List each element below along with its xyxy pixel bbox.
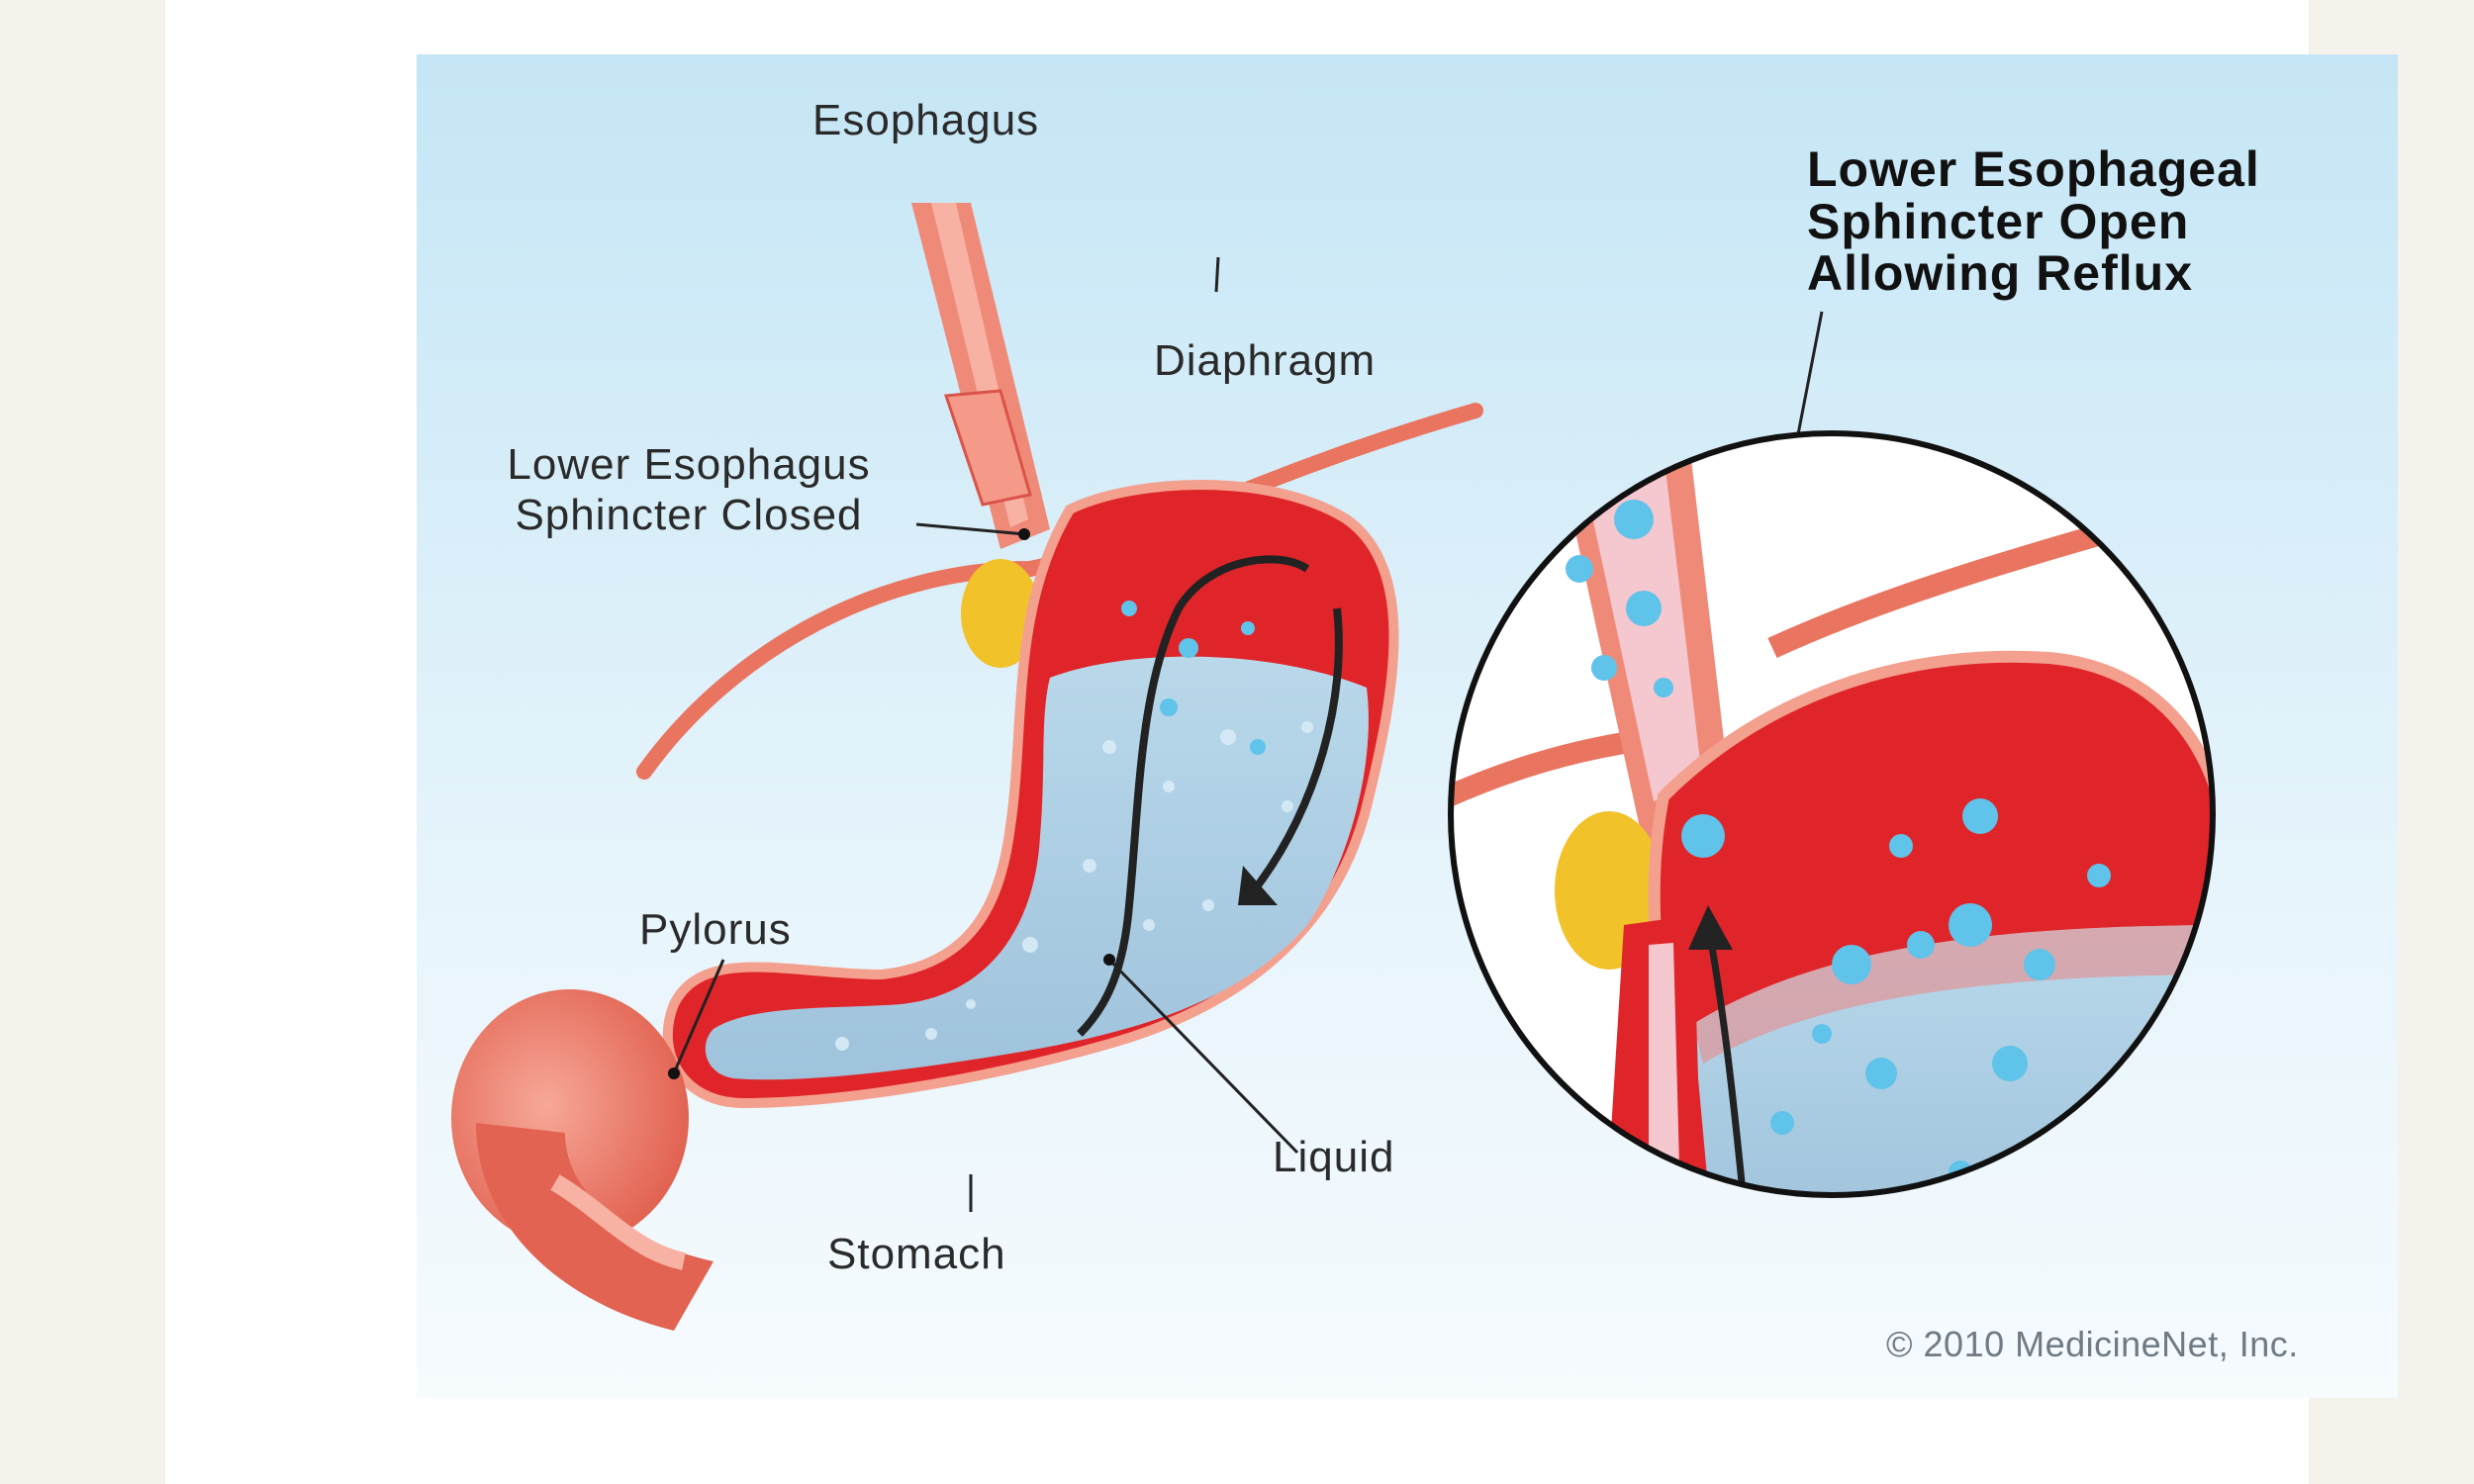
diaphragm-left [636, 403, 1483, 780]
label-stomach: Stomach [827, 1230, 1006, 1278]
label-les-open-line2: Sphincter Open [1807, 193, 2190, 249]
label-les-closed-line2: Sphincter Closed [515, 490, 863, 539]
page-panel: Esophagus Diaphragm Lower Esophagus Sphi… [165, 0, 2398, 1484]
stomach-anatomy-drawing [417, 54, 2398, 1398]
label-les-closed-line1: Lower Esophagus [507, 440, 871, 489]
label-les-open-line3: Allowing Reflux [1807, 245, 2193, 301]
label-diaphragm: Diaphragm [1154, 336, 1377, 385]
flow-arrow-left [1077, 555, 1310, 1037]
magnified-view [1451, 433, 2213, 1195]
label-esophagus: Esophagus [812, 96, 1040, 144]
copyright-notice: © 2010 MedicineNet, Inc. [1886, 1324, 2299, 1364]
label-les-closed: Lower Esophagus Sphincter Closed [451, 440, 926, 540]
reflux-illustration: Esophagus Diaphragm Lower Esophagus Sphi… [417, 54, 2398, 1398]
label-les-open: Lower Esophageal Sphincter Open Allowing… [1807, 143, 2260, 300]
label-pylorus: Pylorus [639, 905, 792, 954]
stomach-liquid [705, 656, 1369, 1080]
label-liquid: Liquid [1273, 1133, 1395, 1181]
label-les-open-line1: Lower Esophageal [1807, 141, 2260, 197]
